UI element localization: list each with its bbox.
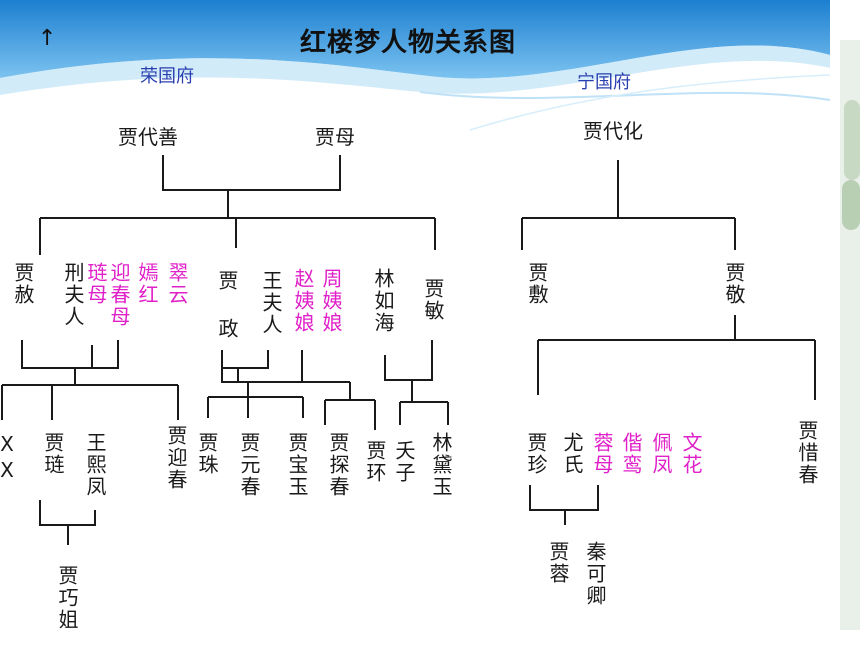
person-jia-huan: 贾环 (363, 440, 387, 484)
header-wave-highlight (0, 45, 830, 95)
person-jia-rong: 贾蓉 (546, 541, 570, 585)
house-label-rongguo: 荣国府 (140, 66, 194, 87)
link-lin-spouses (384, 340, 433, 381)
person-jia-xichun: 贾惜春 (795, 420, 819, 486)
header-wave (0, 0, 830, 79)
person-wang-xifeng: 王熙凤 (83, 432, 107, 498)
link-lin-children (399, 401, 449, 425)
person-jia-zheng: 贾政 (215, 270, 239, 366)
person-rong-mu: 蓉母 (590, 432, 614, 476)
person-qin-keqing: 秦可卿 (583, 541, 607, 607)
person-cui-yun: 翠云 (165, 262, 189, 306)
person-wen-hua: 文花 (679, 432, 703, 476)
person-xie-luan: 偕鸾 (619, 432, 643, 476)
person-zhou-yiniang: 周姨娘 (319, 268, 343, 334)
person-yingchun-mu: 迎春母 (107, 262, 131, 328)
person-jia-baoyu: 贾宝玉 (285, 432, 309, 498)
person-jia-lian: 贾琏 (41, 432, 65, 476)
person-jia-daishan: 贾代善 (118, 125, 178, 149)
link-jiazhen-spouses (529, 485, 599, 511)
link-jialian-spouses (39, 500, 96, 526)
link-jiajing-children (537, 339, 816, 400)
person-jia-jing: 贾敬 (722, 262, 746, 306)
house-label-ningguo: 宁国府 (577, 72, 631, 93)
person-jia-daihua: 贾代化 (583, 119, 643, 143)
person-jia-mu: 贾母 (315, 125, 355, 149)
person-jia-yingchun: 贾迎春 (164, 425, 188, 491)
person-pei-feng: 佩凤 (649, 432, 673, 476)
header-banner (0, 0, 831, 131)
person-jia-fu: 贾敷 (525, 262, 549, 306)
person-lin-daiyu: 林黛玉 (429, 432, 453, 498)
person-lin-ruhai: 林如海 (371, 268, 395, 334)
link-ningguo-children (521, 217, 736, 250)
person-xing-furen: 刑夫人 (61, 262, 85, 328)
person-you-shi: 尤氏 (560, 432, 584, 476)
person-jia-she: 贾赦 (11, 262, 35, 306)
person-jia-zhu: 贾珠 (195, 432, 219, 476)
header-wave-line-2 (469, 74, 831, 131)
person-wang-furen: 王夫人 (259, 270, 283, 336)
link-rongguo-children (39, 217, 436, 255)
header-wave-line (419, 91, 831, 101)
person-yaozi: 夭子 (392, 440, 416, 484)
person-jia-tanchun: 贾探春 (326, 432, 350, 498)
person-zhao-yiniang: 赵姨娘 (291, 268, 315, 334)
diagram-title: 红楼梦人物关系图 (300, 28, 517, 58)
person-jia-qiaojie: 贾巧姐 (55, 565, 79, 631)
link-zhao-children (324, 382, 376, 430)
link-jiashe-spouses (21, 340, 119, 369)
link-wang-children (207, 382, 304, 418)
person-jia-min: 贾敏 (421, 278, 445, 322)
side-decoration (840, 40, 860, 630)
person-jia-zhen: 贾珍 (524, 432, 548, 476)
person-lian-mu: 琏母 (84, 262, 108, 306)
person-yan-hong: 嫣红 (135, 262, 159, 306)
link-daishan-jiamu (162, 155, 341, 191)
up-arrow-icon: ↑ (38, 26, 57, 51)
person-jia-yuanchun: 贾元春 (237, 432, 261, 498)
link-jiashe-children (1, 384, 179, 420)
person-xx: XX (0, 432, 19, 484)
link-jiazheng-wang (221, 350, 269, 369)
